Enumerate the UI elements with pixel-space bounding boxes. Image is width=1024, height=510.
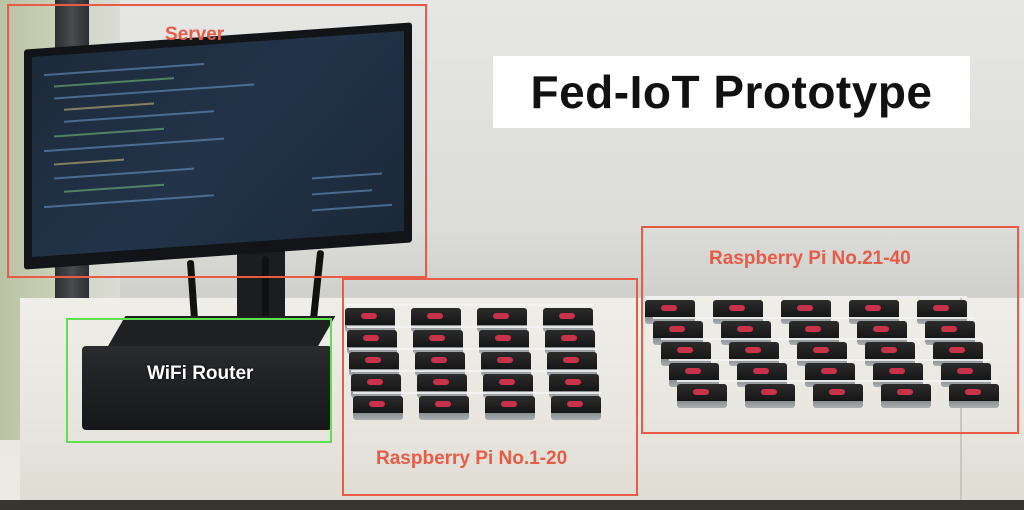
raspberry-pi-board (737, 363, 787, 387)
usb-cable (349, 348, 597, 350)
router-antenna (262, 256, 269, 350)
raspberry-pi-board (669, 363, 719, 387)
usb-cable (677, 380, 999, 382)
usb-cable (645, 296, 967, 298)
pi-1-20-annotation-box (342, 278, 638, 496)
raspberry-pi-board (857, 321, 907, 345)
raspberry-pi-board (479, 330, 529, 354)
raspberry-pi-board (881, 384, 931, 408)
raspberry-pi-board (543, 308, 593, 332)
raspberry-pi-board (415, 352, 465, 376)
raspberry-pi-board (849, 300, 899, 324)
raspberry-pi-board (661, 342, 711, 366)
raspberry-pi-board (345, 308, 395, 332)
pi-21-40-annotation-box (641, 226, 1019, 434)
raspberry-pi-board (865, 342, 915, 366)
raspberry-pi-board (949, 384, 999, 408)
raspberry-pi-board (677, 384, 727, 408)
raspberry-pi-board (721, 321, 771, 345)
usb-cable (353, 392, 601, 394)
raspberry-pi-board (481, 352, 531, 376)
usb-cable (661, 338, 983, 340)
raspberry-pi-board (917, 300, 967, 324)
raspberry-pi-board (653, 321, 703, 345)
raspberry-pi-board (411, 308, 461, 332)
raspberry-pi-board (789, 321, 839, 345)
raspberry-pi-board (353, 396, 403, 420)
usb-cable (347, 326, 595, 328)
raspberry-pi-board (645, 300, 695, 324)
raspberry-pi-board (477, 308, 527, 332)
raspberry-pi-board (417, 374, 467, 398)
monitor-stand (237, 248, 285, 318)
raspberry-pi-board (351, 374, 401, 398)
usb-cable (653, 317, 975, 319)
raspberry-pi-board (745, 384, 795, 408)
raspberry-pi-board (933, 342, 983, 366)
raspberry-pi-board (813, 384, 863, 408)
raspberry-pi-board (805, 363, 855, 387)
raspberry-pi-board (485, 396, 535, 420)
raspberry-pi-board (349, 352, 399, 376)
title-background (493, 56, 970, 128)
pi-1-20-label: Raspberry Pi No.1-20 (376, 448, 568, 469)
raspberry-pi-board (547, 352, 597, 376)
table-edge (0, 500, 1024, 510)
router-annotation-box (66, 318, 332, 443)
raspberry-pi-board (347, 330, 397, 354)
pi-21-40-label: Raspberry Pi No.21-40 (709, 248, 911, 269)
raspberry-pi-board (545, 330, 595, 354)
router-label: WiFi Router (147, 363, 254, 384)
raspberry-pi-board (781, 300, 831, 324)
raspberry-pi-board (713, 300, 763, 324)
usb-cable (669, 359, 991, 361)
raspberry-pi-board (419, 396, 469, 420)
raspberry-pi-board (549, 374, 599, 398)
usb-cable (345, 304, 593, 306)
raspberry-pi-board (483, 374, 533, 398)
pi-cluster-21-40 (645, 292, 1015, 422)
raspberry-pi-board (941, 363, 991, 387)
raspberry-pi-board (729, 342, 779, 366)
server-annotation-box (7, 4, 427, 278)
wifi-router (82, 346, 332, 430)
pi-cluster-1-20 (345, 300, 635, 430)
raspberry-pi-board (797, 342, 847, 366)
page-title: Fed-IoT Prototype (530, 66, 933, 118)
server-label: Server (165, 24, 225, 45)
raspberry-pi-board (925, 321, 975, 345)
raspberry-pi-board (551, 396, 601, 420)
raspberry-pi-board (873, 363, 923, 387)
usb-cable (351, 370, 599, 372)
raspberry-pi-board (413, 330, 463, 354)
